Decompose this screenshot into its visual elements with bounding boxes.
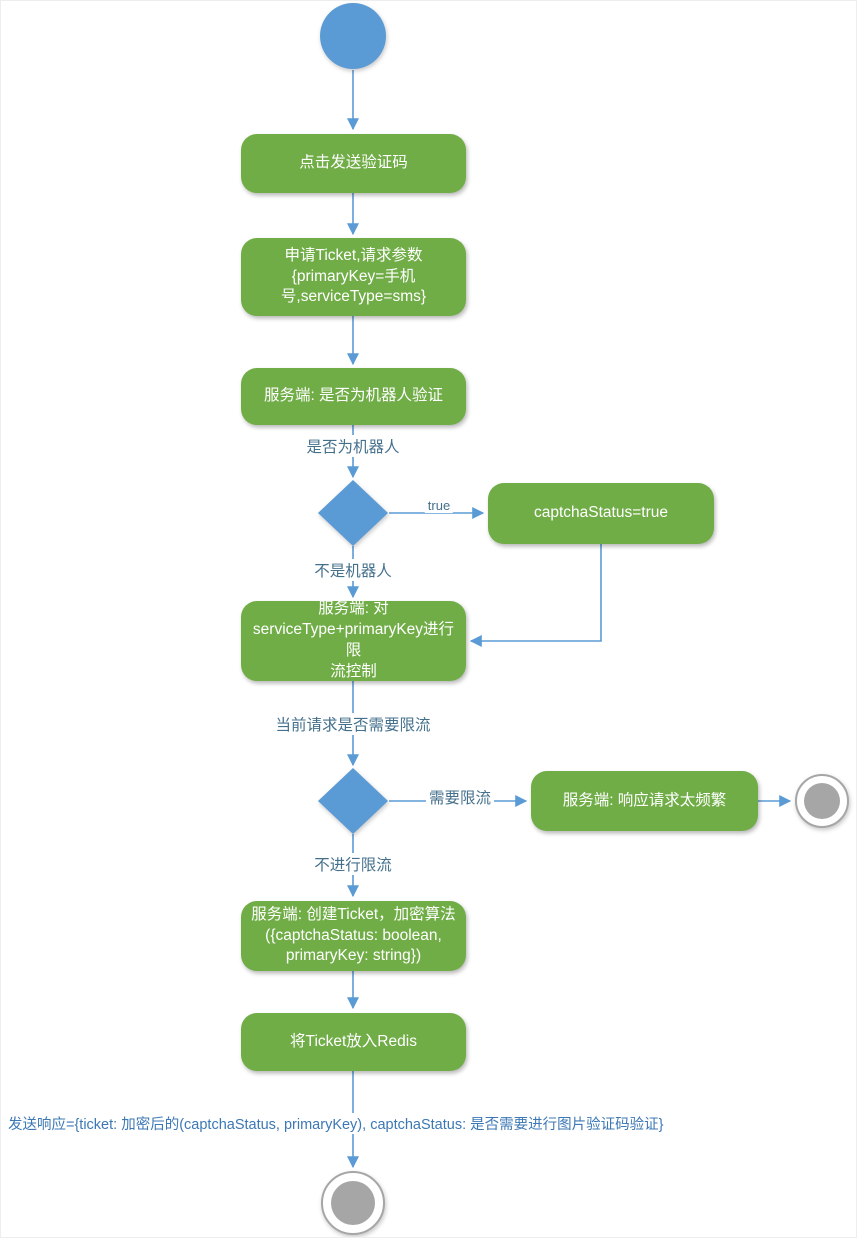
step-apply-ticket: 申请Ticket,请求参数 {primaryKey=手机 号,serviceTy… [241, 238, 466, 316]
step-redis-label: 将Ticket放入Redis [290, 1032, 417, 1050]
step-click-send-label: 点击发送验证码 [299, 154, 408, 172]
step-too-frequent: 服务端: 响应请求太频繁 [531, 771, 758, 831]
label-true: true [424, 498, 454, 513]
label-need-limit-question: 当前请求是否需要限流 [272, 713, 434, 735]
label-need-limit: 需要限流 [425, 786, 495, 808]
label-not-robot: 不是机器人 [311, 559, 395, 581]
step-captcha-true: captchaStatus=true [488, 483, 714, 544]
step-redis: 将Ticket放入Redis [241, 1013, 466, 1071]
step-rate-limit: 服务端: 对 serviceType+primaryKey进行限 流控制 [241, 600, 466, 681]
step-click-send: 点击发送验证码 [241, 134, 466, 193]
step-too-frequent-label: 服务端: 响应请求太频繁 [562, 791, 727, 809]
decision-robot-diamond [318, 480, 388, 546]
step-robot-check-label: 服务端: 是否为机器人验证 [263, 387, 444, 405]
edge-captchatrue-to-ratelimit [469, 544, 602, 647]
step-create-ticket: 服务端: 创建Ticket，加密算法 ({captchaStatus: bool… [241, 901, 466, 971]
label-robot-question: 是否为机器人 [303, 435, 403, 457]
end-node-final [331, 1181, 375, 1225]
step-captcha-true-label: captchaStatus=true [534, 504, 668, 522]
step-create-ticket-label: 服务端: 创建Ticket，加密算法 ({captchaStatus: bool… [251, 905, 456, 965]
decision-ratelimit-diamond [318, 768, 388, 834]
step-rate-limit-label: 服务端: 对 serviceType+primaryKey进行限 流控制 [252, 600, 455, 680]
label-send-response: 发送响应={ticket: 加密后的(captchaStatus, primar… [5, 1113, 667, 1134]
label-no-limit: 不进行限流 [311, 853, 395, 875]
step-robot-check: 服务端: 是否为机器人验证 [241, 368, 466, 425]
end-node-frequent [804, 783, 840, 819]
step-apply-ticket-label: 申请Ticket,请求参数 {primaryKey=手机 号,serviceTy… [280, 246, 427, 306]
start-node [320, 3, 386, 69]
